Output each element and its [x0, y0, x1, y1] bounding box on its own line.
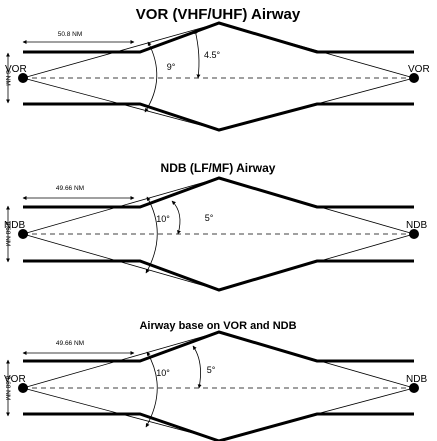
right-station-dot — [409, 73, 419, 83]
radial-line-upper-left — [22, 177, 220, 235]
inner-angle-label: 5° — [207, 365, 216, 375]
right-station-label: NDB — [406, 220, 427, 231]
distance-label: 50.8 NM — [58, 31, 83, 38]
outer-angle-arc — [145, 196, 158, 274]
panel-vor-ndb-airway: Airway base on VOR and NDB 49.66 NM 8.68… — [4, 320, 427, 441]
panel-vor-airway: VOR (VHF/UHF) Airway 50.8 NM 8 NM 9° 4.5… — [4, 6, 430, 132]
right-station-label: VOR — [408, 64, 430, 75]
airway-lower-boundary — [23, 259, 414, 292]
left-station-dot — [18, 73, 28, 83]
right-station-dot — [409, 383, 419, 393]
airway-upper-boundary — [23, 176, 414, 209]
left-station-label: VOR — [4, 374, 26, 385]
panel-ndb-airway: NDB (LF/MF) Airway 49.66 NM 8.68 NM 10° … — [4, 161, 427, 292]
panel-title: VOR (VHF/UHF) Airway — [136, 6, 301, 23]
radial-line-lower-right — [218, 233, 415, 291]
radial-line-lower-left — [22, 233, 220, 291]
inner-angle-label: 4.5° — [204, 50, 221, 60]
outer-angle-label: 10° — [156, 214, 170, 224]
outer-angle-label: 10° — [156, 368, 170, 378]
radial-line-upper-right — [218, 331, 415, 389]
radial-line-lower-left — [22, 77, 220, 131]
left-station-dot — [18, 383, 28, 393]
airway-lower-boundary — [23, 412, 414, 441]
panel-title: NDB (LF/MF) Airway — [161, 161, 276, 175]
radial-line-upper-left — [22, 22, 220, 79]
left-station-label: NDB — [4, 220, 25, 231]
right-station-label: NDB — [406, 374, 427, 385]
left-station-dot — [18, 229, 28, 239]
outer-angle-arc — [144, 41, 158, 113]
distance-label: 49.66 NM — [56, 185, 84, 192]
outer-angle-arc — [145, 351, 158, 428]
width-label: 8.68 NM — [4, 222, 11, 247]
right-station-dot — [409, 229, 419, 239]
width-label: 8 NM — [4, 70, 11, 86]
distance-label: 49.66 NM — [56, 340, 84, 347]
inner-angle-arc — [192, 345, 202, 389]
inner-angle-label: 5° — [205, 213, 214, 223]
width-label: 8.68 NM — [4, 376, 11, 401]
radial-line-upper-right — [218, 177, 415, 235]
radial-line-upper-left — [22, 331, 220, 389]
radial-line-upper-right — [218, 22, 415, 79]
inner-angle-arc — [171, 200, 181, 235]
left-station-label: VOR — [5, 64, 27, 75]
inner-angle-arc — [193, 29, 201, 79]
outer-angle-label: 9° — [167, 62, 176, 72]
airway-lower-boundary — [23, 102, 414, 132]
panel-title: Airway base on VOR and NDB — [139, 320, 296, 332]
radial-line-lower-right — [218, 77, 415, 131]
radial-line-lower-right — [218, 387, 415, 441]
radial-line-lower-left — [22, 387, 220, 441]
